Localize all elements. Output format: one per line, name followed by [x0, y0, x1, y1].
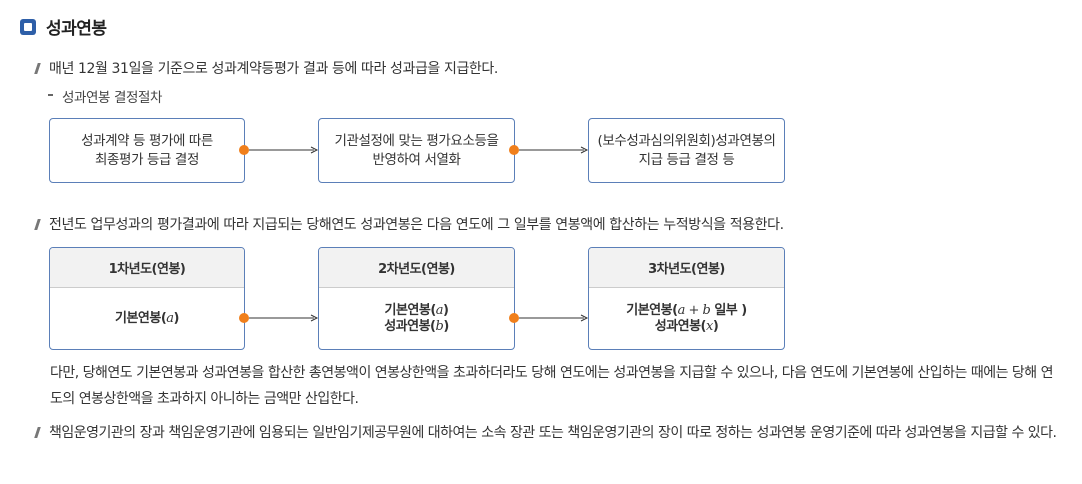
year-line: 기본연봉(a + b 일부 ) [626, 302, 747, 319]
variable: a + b [677, 302, 711, 318]
label: 성과연봉( [384, 318, 436, 334]
bullet-text: 전년도 업무성과의 평가결과에 따라 지급되는 당해연도 성과연봉은 다음 연도… [49, 217, 784, 233]
arrow-head-icon [310, 146, 319, 154]
bullet-item: 전년도 업무성과의 평가결과에 따라 지급되는 당해연도 성과연봉은 다음 연도… [34, 214, 784, 234]
year-line: 기본연봉(a) [114, 310, 180, 327]
variable: x [706, 318, 713, 334]
label: ) [712, 318, 719, 334]
connector-dot [509, 313, 519, 323]
arrow-head-icon [580, 146, 589, 154]
slash-bullet-icon [34, 427, 41, 438]
step-line: 기관설정에 맞는 평가요소등을 [334, 132, 499, 149]
arrow-head-icon [580, 314, 589, 322]
connector-dot [509, 145, 519, 155]
step-line: 반영하여 서열화 [372, 151, 461, 168]
year-line: 성과연봉(b) [384, 319, 449, 335]
step-line: 성과계약 등 평가에 따른 [81, 132, 213, 149]
year-body: 기본연봉(a) 성과연봉(b) [319, 288, 514, 349]
step-line: 최종평가 등급 결정 [95, 151, 199, 168]
variable: b [435, 318, 444, 334]
flow2-arrow-1 [239, 313, 319, 323]
year-line: 기본연봉(a) [384, 302, 449, 319]
note-paragraph: 다만, 당해연도 기본연봉과 성과연봉을 합산한 총연봉액이 연봉상한액을 초과… [50, 365, 1054, 407]
sub-heading-text: 성과연봉 결정절차 [62, 90, 163, 106]
year-header: 1차년도(연봉) [50, 248, 244, 288]
bullet-text: 매년 12월 31일을 기준으로 성과계약등평가 결과 등에 따라 성과급을 지… [49, 61, 498, 77]
variable: a [435, 302, 444, 318]
arrow-head-icon [310, 314, 319, 322]
flow1-arrow-2 [509, 145, 589, 155]
step-line: 지급 등급 결정 등 [638, 151, 735, 168]
year-header: 3차년도(연봉) [589, 248, 784, 288]
label: 기본연봉( [626, 302, 678, 318]
year-header: 2차년도(연봉) [319, 248, 514, 288]
flow2-year-3: 3차년도(연봉) 기본연봉(a + b 일부 ) 성과연봉(x) [588, 247, 785, 350]
connector-dot [239, 313, 249, 323]
year-body: 기본연봉(a) [50, 288, 244, 349]
flow2-year-1: 1차년도(연봉) 기본연봉(a) [49, 247, 245, 350]
bullet-item: 매년 12월 31일을 기준으로 성과계약등평가 결과 등에 따라 성과급을 지… [34, 58, 498, 78]
section-header: 성과연봉 [20, 14, 107, 39]
sub-heading: 성과연봉 결정절차 [48, 86, 162, 106]
variable: a [166, 310, 174, 326]
bullet-item: 책임운영기관의 장과 책임운영기관에 임용되는 일반임기제공무원에 대하여는 소… [34, 420, 1066, 446]
slash-bullet-icon [34, 219, 41, 230]
section-title: 성과연봉 [46, 19, 107, 39]
flow2-year-2: 2차년도(연봉) 기본연봉(a) 성과연봉(b) [318, 247, 515, 350]
year-line: 성과연봉(x) [655, 319, 719, 335]
year-body: 기본연봉(a + b 일부 ) 성과연봉(x) [589, 288, 784, 349]
step-line: (보수성과심의위원회)성과연봉의 [597, 132, 776, 149]
label: 기본연봉( [114, 310, 167, 326]
flow1-arrow-1 [239, 145, 319, 155]
flow2-arrow-2 [509, 313, 589, 323]
slash-bullet-icon [34, 63, 41, 74]
dash-bullet-icon [48, 94, 53, 96]
label: 성과연봉( [654, 318, 707, 334]
bullet-text: 책임운영기관의 장과 책임운영기관에 임용되는 일반임기제공무원에 대하여는 소… [49, 425, 1057, 441]
label: ) [173, 310, 180, 326]
label: ) [443, 318, 449, 334]
label: ) [443, 302, 449, 318]
label: 일부 ) [710, 302, 747, 318]
square-bullet-icon [20, 18, 36, 35]
label: 기본연봉( [384, 302, 436, 318]
connector-dot [239, 145, 249, 155]
